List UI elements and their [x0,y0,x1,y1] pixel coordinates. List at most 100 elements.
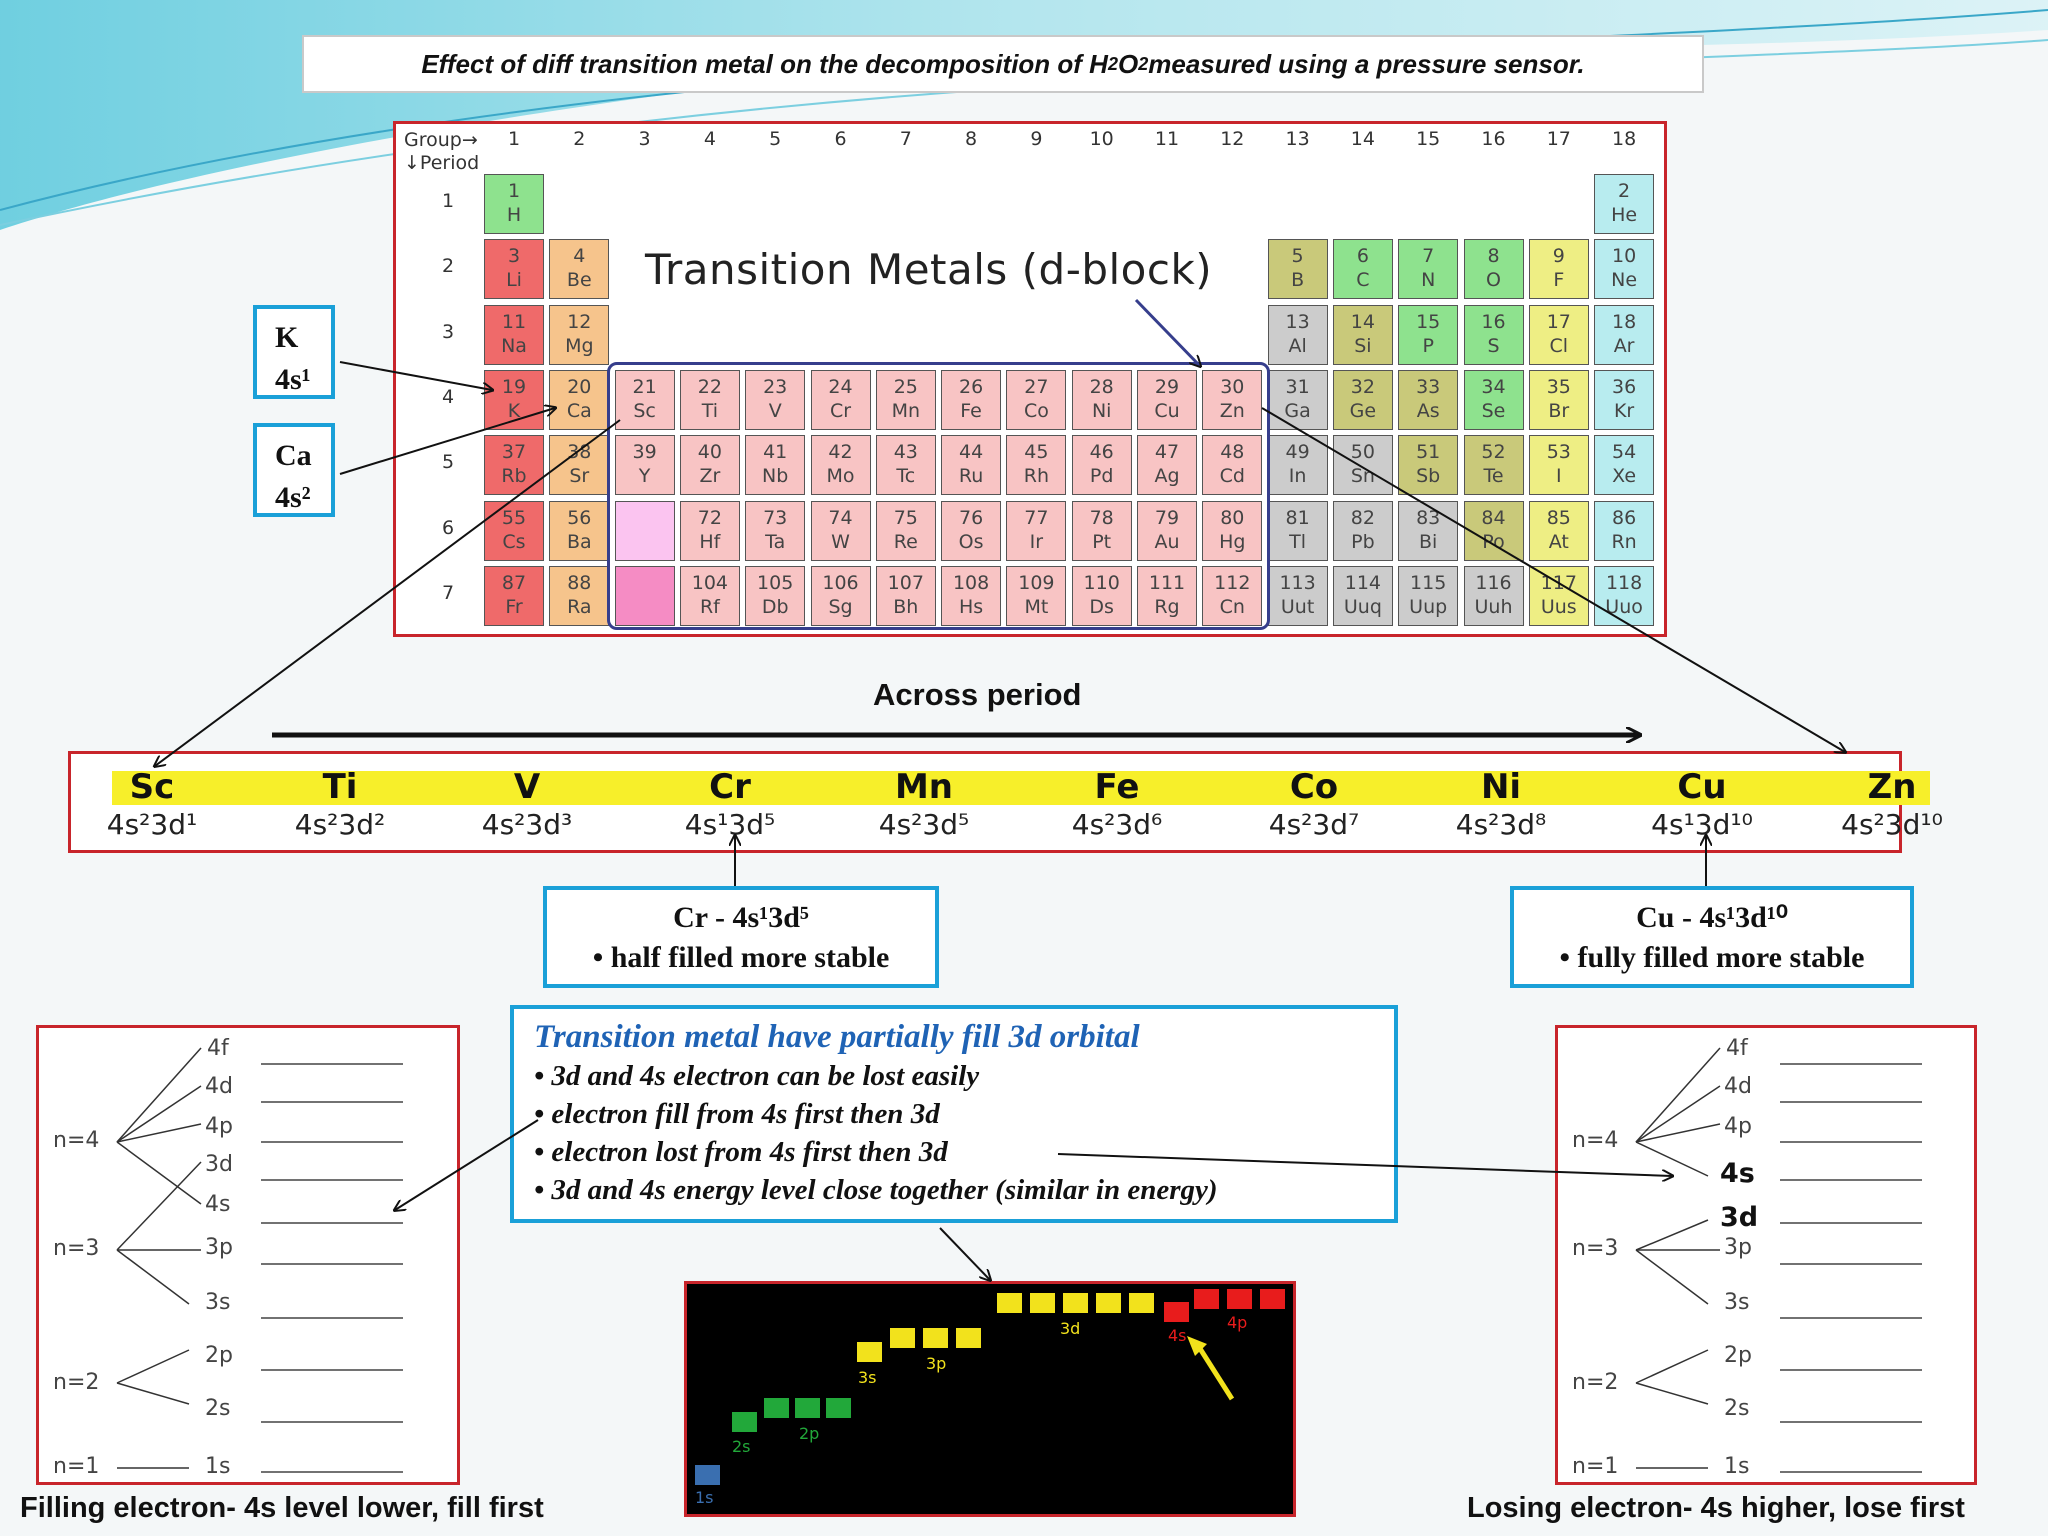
element-symbol: Sr [569,465,590,488]
config-band-highlight [112,771,1930,805]
yellow-pointer-arrow-icon [1187,1336,1235,1401]
element-symbol: Be [566,269,592,292]
label-2p: 2p [799,1424,820,1443]
orbital-3d: 3d [205,1152,233,1177]
atomic-number: 111 [1148,571,1186,594]
element-symbol: Tl [1289,530,1307,553]
element-symbol: Bi [1419,530,1438,553]
element-symbol: Ir [1029,530,1044,553]
orbital-1s: 1s [205,1454,231,1479]
atomic-number: 54 [1612,441,1637,464]
title-text: Effect of diff transition metal on the d… [421,48,1108,79]
group-number: 3 [638,128,651,150]
orbital-box-3p [956,1328,981,1348]
cr-note-bullet: • half filled more stable [592,941,890,974]
element-symbol: O [1486,269,1501,292]
atomic-number: 77 [1024,506,1049,529]
level-n2: n=2 [53,1370,100,1395]
note-bullet: • 3d and 4s electron can be lost easily [534,1060,980,1092]
electron-config: 4s²3d³ [481,808,573,841]
atomic-number: 30 [1220,375,1245,398]
element-symbol: Y [638,465,651,488]
atomic-number: 112 [1214,571,1251,594]
title-subscript: 2 [1107,53,1118,74]
atomic-number: 26 [959,375,984,398]
atomic-number: 8 [1487,245,1500,268]
element-symbol: Mt [1024,595,1049,618]
atomic-number: 32 [1350,375,1375,398]
element-symbol: C [1356,269,1370,292]
atomic-number: 43 [893,441,918,464]
atomic-number: 73 [763,506,788,529]
element-symbol: Te [1483,465,1504,488]
filling-energy-diagram: n=4 n=3 n=2 n=1 4f 4d 4p 3d 4s 3p 3s 2p … [36,1025,460,1485]
cr-note-title: Cr - 4s¹3d⁵ [673,901,809,934]
atomic-number: 33 [1416,375,1441,398]
electron-config: 4s²3d⁷ [1268,808,1360,841]
k-config: 4s¹ [275,363,311,396]
element-symbol: Db [761,595,789,618]
series-placeholder-cell [614,565,675,626]
atomic-number: 52 [1481,441,1506,464]
title-text: O [1117,48,1139,79]
element-symbol: Hg [1219,530,1246,553]
element-symbol: Br [1548,399,1570,422]
element-symbol: N [1421,269,1436,292]
group-number: 11 [1154,128,1180,150]
orbital-3d: 3d [1720,1202,1759,1233]
element-symbol: W [831,530,850,553]
element-symbol: At [1548,530,1569,553]
atomic-number: 35 [1546,375,1571,398]
atomic-number: 80 [1220,506,1245,529]
element-symbol: Mg [565,334,594,357]
element-symbol: Ge [1349,399,1377,422]
element-symbol: Zr [699,465,721,488]
atomic-number: 42 [828,441,853,464]
element-symbol: Pd [1089,465,1114,488]
element-symbol: K [507,399,521,422]
element-symbol: Ni [1091,399,1112,422]
group-number: 16 [1481,128,1506,150]
element-symbol: Sc [633,399,656,422]
element-symbol: Cl [1549,334,1569,357]
k-symbol: K [275,321,299,354]
element-symbol: Uuq [1343,595,1382,618]
atomic-number: 88 [567,571,592,594]
element-symbol: Pb [1351,530,1375,553]
orbital-box-2p [795,1398,820,1418]
orbital-box-4s [1164,1302,1189,1322]
element-symbol: Cn [1219,595,1245,618]
config-element-fe: Fe [1094,767,1140,807]
atomic-number: 48 [1220,441,1245,464]
config-element-ni: Ni [1480,767,1522,807]
element-symbol: Zn [1219,399,1245,422]
element-symbol: Mn [891,399,921,422]
across-period-label: Across period [873,677,1082,712]
atomic-number: 113 [1279,571,1316,594]
element-symbol: Cs [502,530,526,553]
ca-symbol: Ca [275,439,312,472]
element-symbol: Sg [828,595,853,618]
cu-note-title: Cu - 4s¹3d¹⁰ [1636,901,1788,934]
